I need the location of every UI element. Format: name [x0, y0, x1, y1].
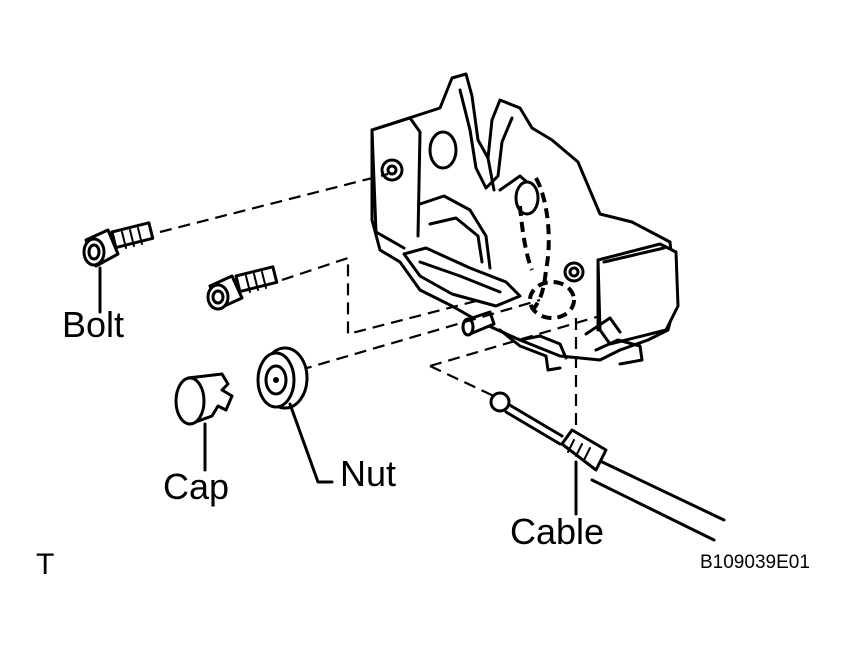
- cable: [489, 391, 726, 542]
- bolt-upper: [82, 221, 155, 268]
- nut: [256, 346, 309, 410]
- bolt-lower: [206, 265, 279, 311]
- cap-label: Cap: [163, 466, 230, 507]
- leader-lines: [159, 172, 601, 430]
- callout-lines: [98, 266, 578, 516]
- nut-label: Nut: [340, 453, 397, 494]
- view-marker: T: [36, 548, 55, 581]
- bolt-label: Bolt: [62, 304, 125, 345]
- figure-code: B109039E01: [700, 552, 810, 573]
- cable-label: Cable: [510, 511, 605, 552]
- cap: [174, 372, 234, 426]
- latch-assembly: [370, 72, 680, 372]
